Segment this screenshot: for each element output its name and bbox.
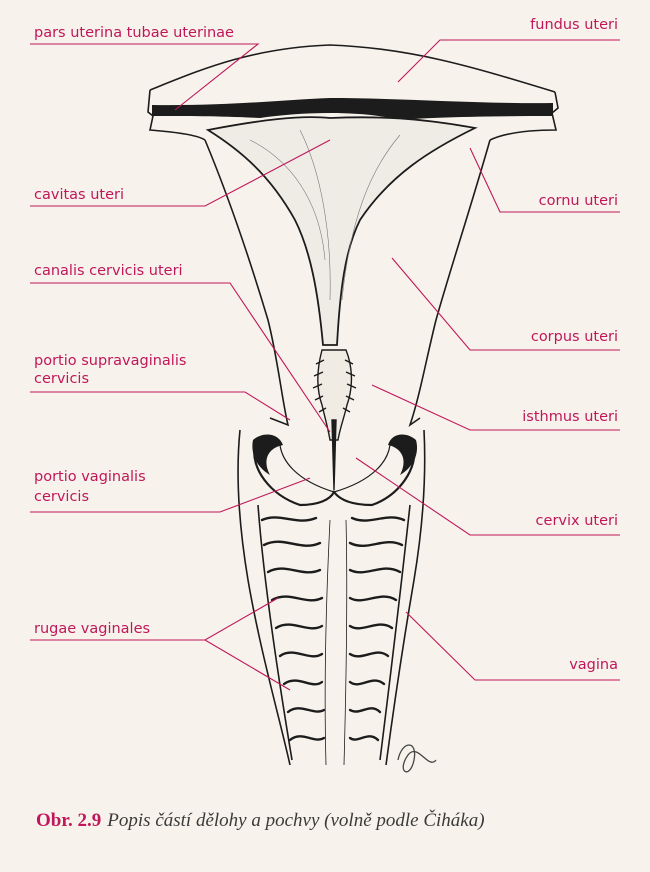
label-supravaginalis-1: portio supravaginalis <box>34 352 186 370</box>
label-cervix: cervix uteri <box>536 512 618 530</box>
label-cavitas: cavitas uteri <box>34 186 124 204</box>
vagina-outline <box>238 430 425 765</box>
label-cornu: cornu uteri <box>539 192 618 210</box>
fornix-fill-right <box>388 435 417 475</box>
label-rugae: rugae vaginales <box>34 620 150 638</box>
label-vaginalis-2: cervicis <box>34 488 89 506</box>
label-fundus: fundus uteri <box>530 16 618 34</box>
caption-text: Popis částí dělohy a pochvy (volně podle… <box>107 810 484 831</box>
caption-number: Obr. 2.9 <box>36 810 101 831</box>
label-vaginalis-1: portio vaginalis <box>34 468 146 486</box>
figure-caption: Obr. 2.9 Popis částí dělohy a pochvy (vol… <box>36 810 485 832</box>
label-vagina: vagina <box>569 656 618 674</box>
label-supravaginalis-2: cervicis <box>34 370 89 388</box>
label-canalis: canalis cervicis uteri <box>34 262 183 280</box>
artist-signature <box>398 745 436 772</box>
label-corpus: corpus uteri <box>531 328 618 346</box>
cervical-canal <box>313 350 356 490</box>
label-pars-uterina: pars uterina tubae uterinae <box>34 24 234 42</box>
label-isthmus: isthmus uteri <box>522 408 618 426</box>
